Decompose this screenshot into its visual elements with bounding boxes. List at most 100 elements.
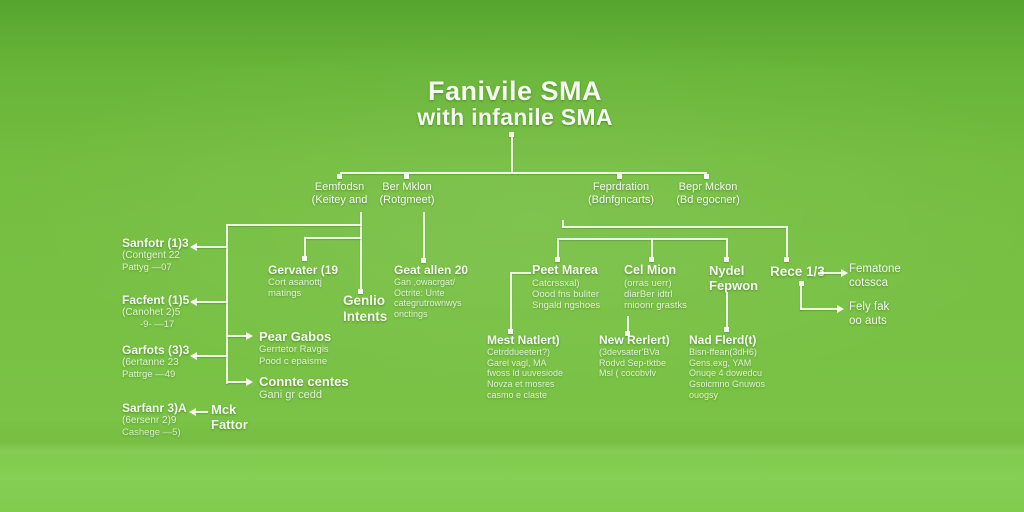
left-item-title: Sarfanr 3)A xyxy=(122,401,187,415)
connector-vline xyxy=(726,238,728,258)
branch-label-1: Eemfodsn (Keitey and xyxy=(292,181,387,207)
node-line: Cetrddueetert?) xyxy=(487,347,551,358)
node-line: Pood c epaisme xyxy=(259,355,328,367)
node-line: Gens.exg, YAM xyxy=(689,357,752,368)
connector-hline xyxy=(305,237,362,239)
node-line: Gerrtetor Ravgis xyxy=(259,344,329,356)
connector-vline xyxy=(627,316,629,332)
left-item-4: Sarfanr 3)A (6ersenr 2)9 Cashege —5) xyxy=(122,401,187,438)
connector-vline xyxy=(562,220,564,227)
connector-dot xyxy=(508,329,513,334)
left-item-2: Facfent (1)5 (Canohet 2)5 -9- —17 xyxy=(122,293,189,330)
diagram-title: Fanivile SMA xyxy=(427,76,603,106)
arrow-left-icon xyxy=(190,243,197,251)
arrow-left-icon xyxy=(190,298,197,306)
connector-vline xyxy=(786,226,788,258)
node-title: Genlio xyxy=(343,293,386,308)
node-line: categrutrownwys xyxy=(394,298,462,309)
node-geat: Geat allen 20 Gan ,owacrgat/ Octrite: Un… xyxy=(394,263,468,320)
node-title: Nydel xyxy=(709,263,745,278)
node-line: matings xyxy=(268,288,302,300)
connector-hline xyxy=(195,411,208,413)
connector-dot xyxy=(421,258,426,263)
node-fely: Fely fak oo auts xyxy=(849,301,889,328)
node-line: Rodvd Sep-tktbe xyxy=(599,357,667,368)
node-line: Fepwon xyxy=(709,278,759,294)
branch-label-line: Feprdration xyxy=(592,181,650,193)
connector-dot xyxy=(724,257,729,262)
node-title: Pear Gabos xyxy=(259,329,332,344)
node-line: oo auts xyxy=(849,314,887,327)
node-line: (3devsater'BVa xyxy=(599,347,660,358)
node-title: Rece 1/3 xyxy=(770,264,825,279)
node-genlio: Genlio Intents xyxy=(343,293,387,325)
node-line: Oood fns buliter xyxy=(532,288,600,300)
connector-dot xyxy=(302,256,307,261)
connector-hline xyxy=(196,355,227,357)
node-line: rnioonr grastks xyxy=(624,300,687,312)
connector-dot xyxy=(625,331,630,336)
node-peet: Peet Marea Catcrssxal) Oood fns buliter … xyxy=(532,263,600,311)
mck-line: Fattor xyxy=(211,417,248,433)
node-title: Peet Marea xyxy=(532,263,599,277)
node-title: Mest Natlert) xyxy=(487,333,560,347)
node-title: Nad Flerd(t) xyxy=(689,333,757,347)
connector-dot xyxy=(649,257,654,262)
node-line: Sngald ngshoes xyxy=(532,300,601,312)
node-fematone: Fematone cotssca xyxy=(849,263,901,290)
node-nad: Nad Flerd(t) Bisn-ffean(3dH6) Gens.exg, … xyxy=(689,333,765,400)
connector-dot xyxy=(704,174,709,179)
branch-label-3: Feprdration (Bdnfgncarts) xyxy=(575,181,667,207)
node-new-rerlert: New Rerlert) (3devsater'BVa Rodvd Sep-tk… xyxy=(599,333,670,379)
branch-label-line: Ber Mklon xyxy=(382,181,432,193)
node-title: Cel Mion xyxy=(624,263,677,277)
node-gervater: Gervater (19 Cort asanottj matings xyxy=(268,263,338,300)
node-line: Octrite: Unte xyxy=(394,287,445,298)
branch-label-2: Ber Mklon (Rotgmeet) xyxy=(362,181,452,207)
mck-line: Mck xyxy=(211,402,237,417)
node-pear: Pear Gabos Gerrtetor Ravgis Pood c epais… xyxy=(259,329,331,367)
node-mest: Mest Natlert) Cetrddueetert?) Garel vagl… xyxy=(487,333,563,400)
arrow-left-icon xyxy=(190,352,197,360)
connector-hline xyxy=(800,308,838,310)
connector-hline xyxy=(227,224,362,226)
connector-vline xyxy=(510,272,512,330)
left-item-sub: (6ersenr 2)9 xyxy=(122,415,177,427)
node-title: Geat allen 20 xyxy=(394,263,469,277)
node-line: diarBer idtrl xyxy=(624,288,673,300)
node-connte: Connte centes Gani gr cedd xyxy=(259,374,349,402)
connector-dot xyxy=(724,327,729,332)
node-line: (orras uerr) xyxy=(624,277,672,289)
left-spine-vline xyxy=(226,224,228,384)
node-title: New Rerlert) xyxy=(599,333,670,347)
connector-vline xyxy=(511,137,513,174)
arrow-right-icon xyxy=(837,305,844,313)
left-item-sub: Cashege —5) xyxy=(122,426,181,438)
connector-hline xyxy=(510,272,531,274)
node-line: Garel vagl, MA xyxy=(487,357,547,368)
node-line: casmo e claste xyxy=(487,389,548,400)
branch-label-line: (Bd egocner) xyxy=(676,193,740,206)
connector-hline xyxy=(562,226,788,228)
node-rece: Rece 1/3 xyxy=(770,264,825,280)
node-title: Fely fak xyxy=(849,301,890,313)
connector-dot xyxy=(337,174,342,179)
connector-vline xyxy=(360,212,362,290)
connector-hline xyxy=(196,301,227,303)
connector-dot xyxy=(555,257,560,262)
left-item-3: Garfots (3)3 (6ertanne 23 Pattrge —49 xyxy=(122,343,189,380)
node-title: Connte centes xyxy=(259,374,349,389)
branch-label-line: Bepr Mckon xyxy=(678,181,738,193)
node-cel: Cel Mion (orras uerr) diarBer idtrl rnio… xyxy=(624,263,687,311)
node-line: Bisn-ffean(3dH6) xyxy=(689,347,757,358)
connector-dot xyxy=(509,132,514,137)
left-item-sub: (Contgent 22 xyxy=(122,250,180,262)
node-line: Gsoicmno Gnuwos xyxy=(689,378,766,389)
connector-hline xyxy=(196,246,227,248)
node-line: onctings xyxy=(394,308,428,319)
left-item-title: Sanfotr (1)3 xyxy=(122,236,189,250)
left-item-1: Sanfotr (1)3 (Contgent 22 Pattyg —07 xyxy=(122,236,189,273)
node-line: Intents xyxy=(343,308,388,324)
node-line: cotssca xyxy=(849,276,888,289)
